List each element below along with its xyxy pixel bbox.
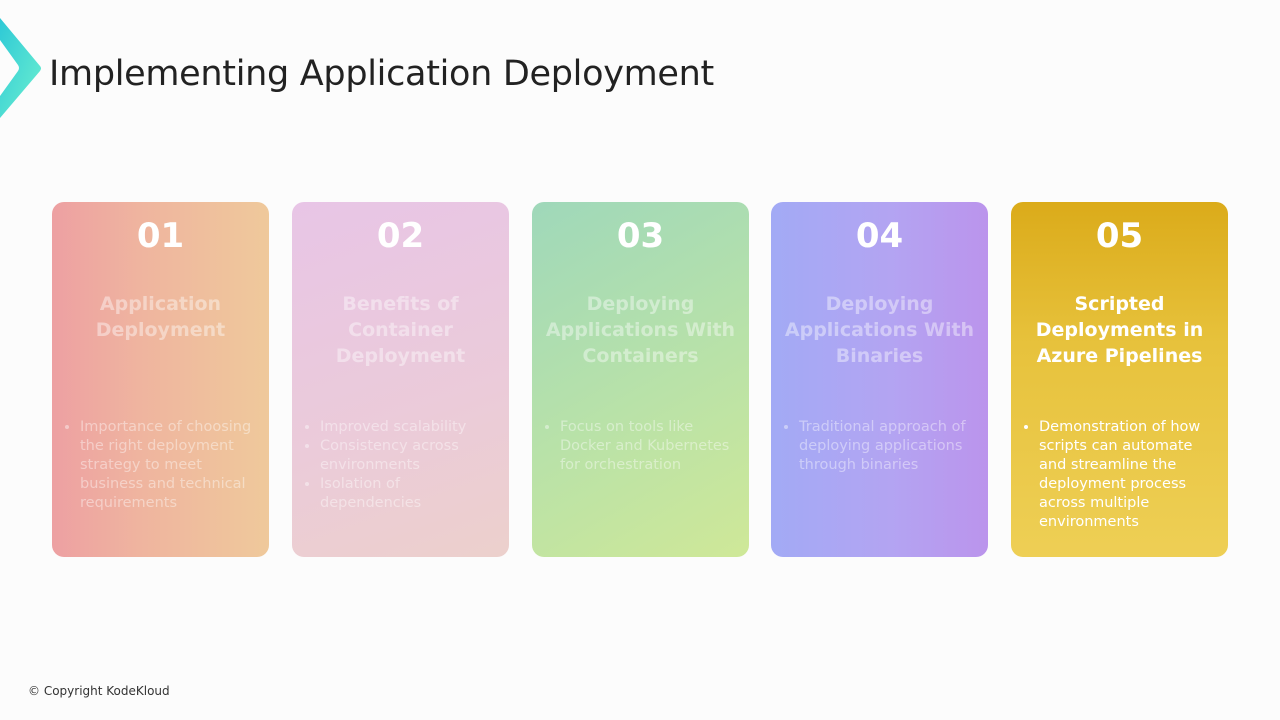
topic-card-03: 03 Deploying Applications With Container… — [532, 202, 749, 557]
topic-card-04: 04 Deploying Applications With Binaries … — [771, 202, 988, 557]
bullet-item: Demonstration of how scripts can automat… — [1039, 418, 1222, 532]
card-number: 03 — [616, 216, 665, 256]
card-bullets: Traditional approach of deploying applic… — [779, 418, 982, 475]
card-number: 04 — [855, 216, 904, 256]
page-title: Implementing Application Deployment — [49, 54, 714, 94]
card-number: 01 — [136, 216, 185, 256]
card-bullets: Importance of choosing the right deploym… — [60, 418, 263, 513]
bullet-item: Improved scalability — [320, 418, 503, 437]
card-title: Benefits of Container Deployment — [335, 293, 466, 367]
topic-card-05: 05 Scripted Deployments in Azure Pipelin… — [1011, 202, 1228, 557]
bullet-item: Isolation of dependencies — [320, 475, 503, 513]
topic-card-01: 01 Application Deployment Importance of … — [52, 202, 269, 557]
card-bullets: Demonstration of how scripts can automat… — [1019, 418, 1222, 532]
card-title: Scripted Deployments in Azure Pipelines — [1035, 293, 1204, 367]
bullet-item: Focus on tools like Docker and Kubernete… — [560, 418, 743, 475]
card-number: 05 — [1095, 216, 1144, 256]
card-title: Deploying Applications With Containers — [545, 293, 736, 367]
bullet-item: Consistency across environments — [320, 437, 503, 475]
card-title: Deploying Applications With Binaries — [784, 293, 975, 367]
copyright-text: © Copyright KodeKloud — [28, 684, 170, 698]
card-bullets: Improved scalability Consistency across … — [300, 418, 503, 513]
bullet-item: Traditional approach of deploying applic… — [799, 418, 982, 475]
bullet-item: Importance of choosing the right deploym… — [80, 418, 263, 513]
chevron-logo-icon — [0, 18, 41, 118]
card-title: Application Deployment — [95, 293, 226, 341]
card-number: 02 — [376, 216, 425, 256]
topic-card-02: 02 Benefits of Container Deployment Impr… — [292, 202, 509, 557]
card-bullets: Focus on tools like Docker and Kubernete… — [540, 418, 743, 475]
